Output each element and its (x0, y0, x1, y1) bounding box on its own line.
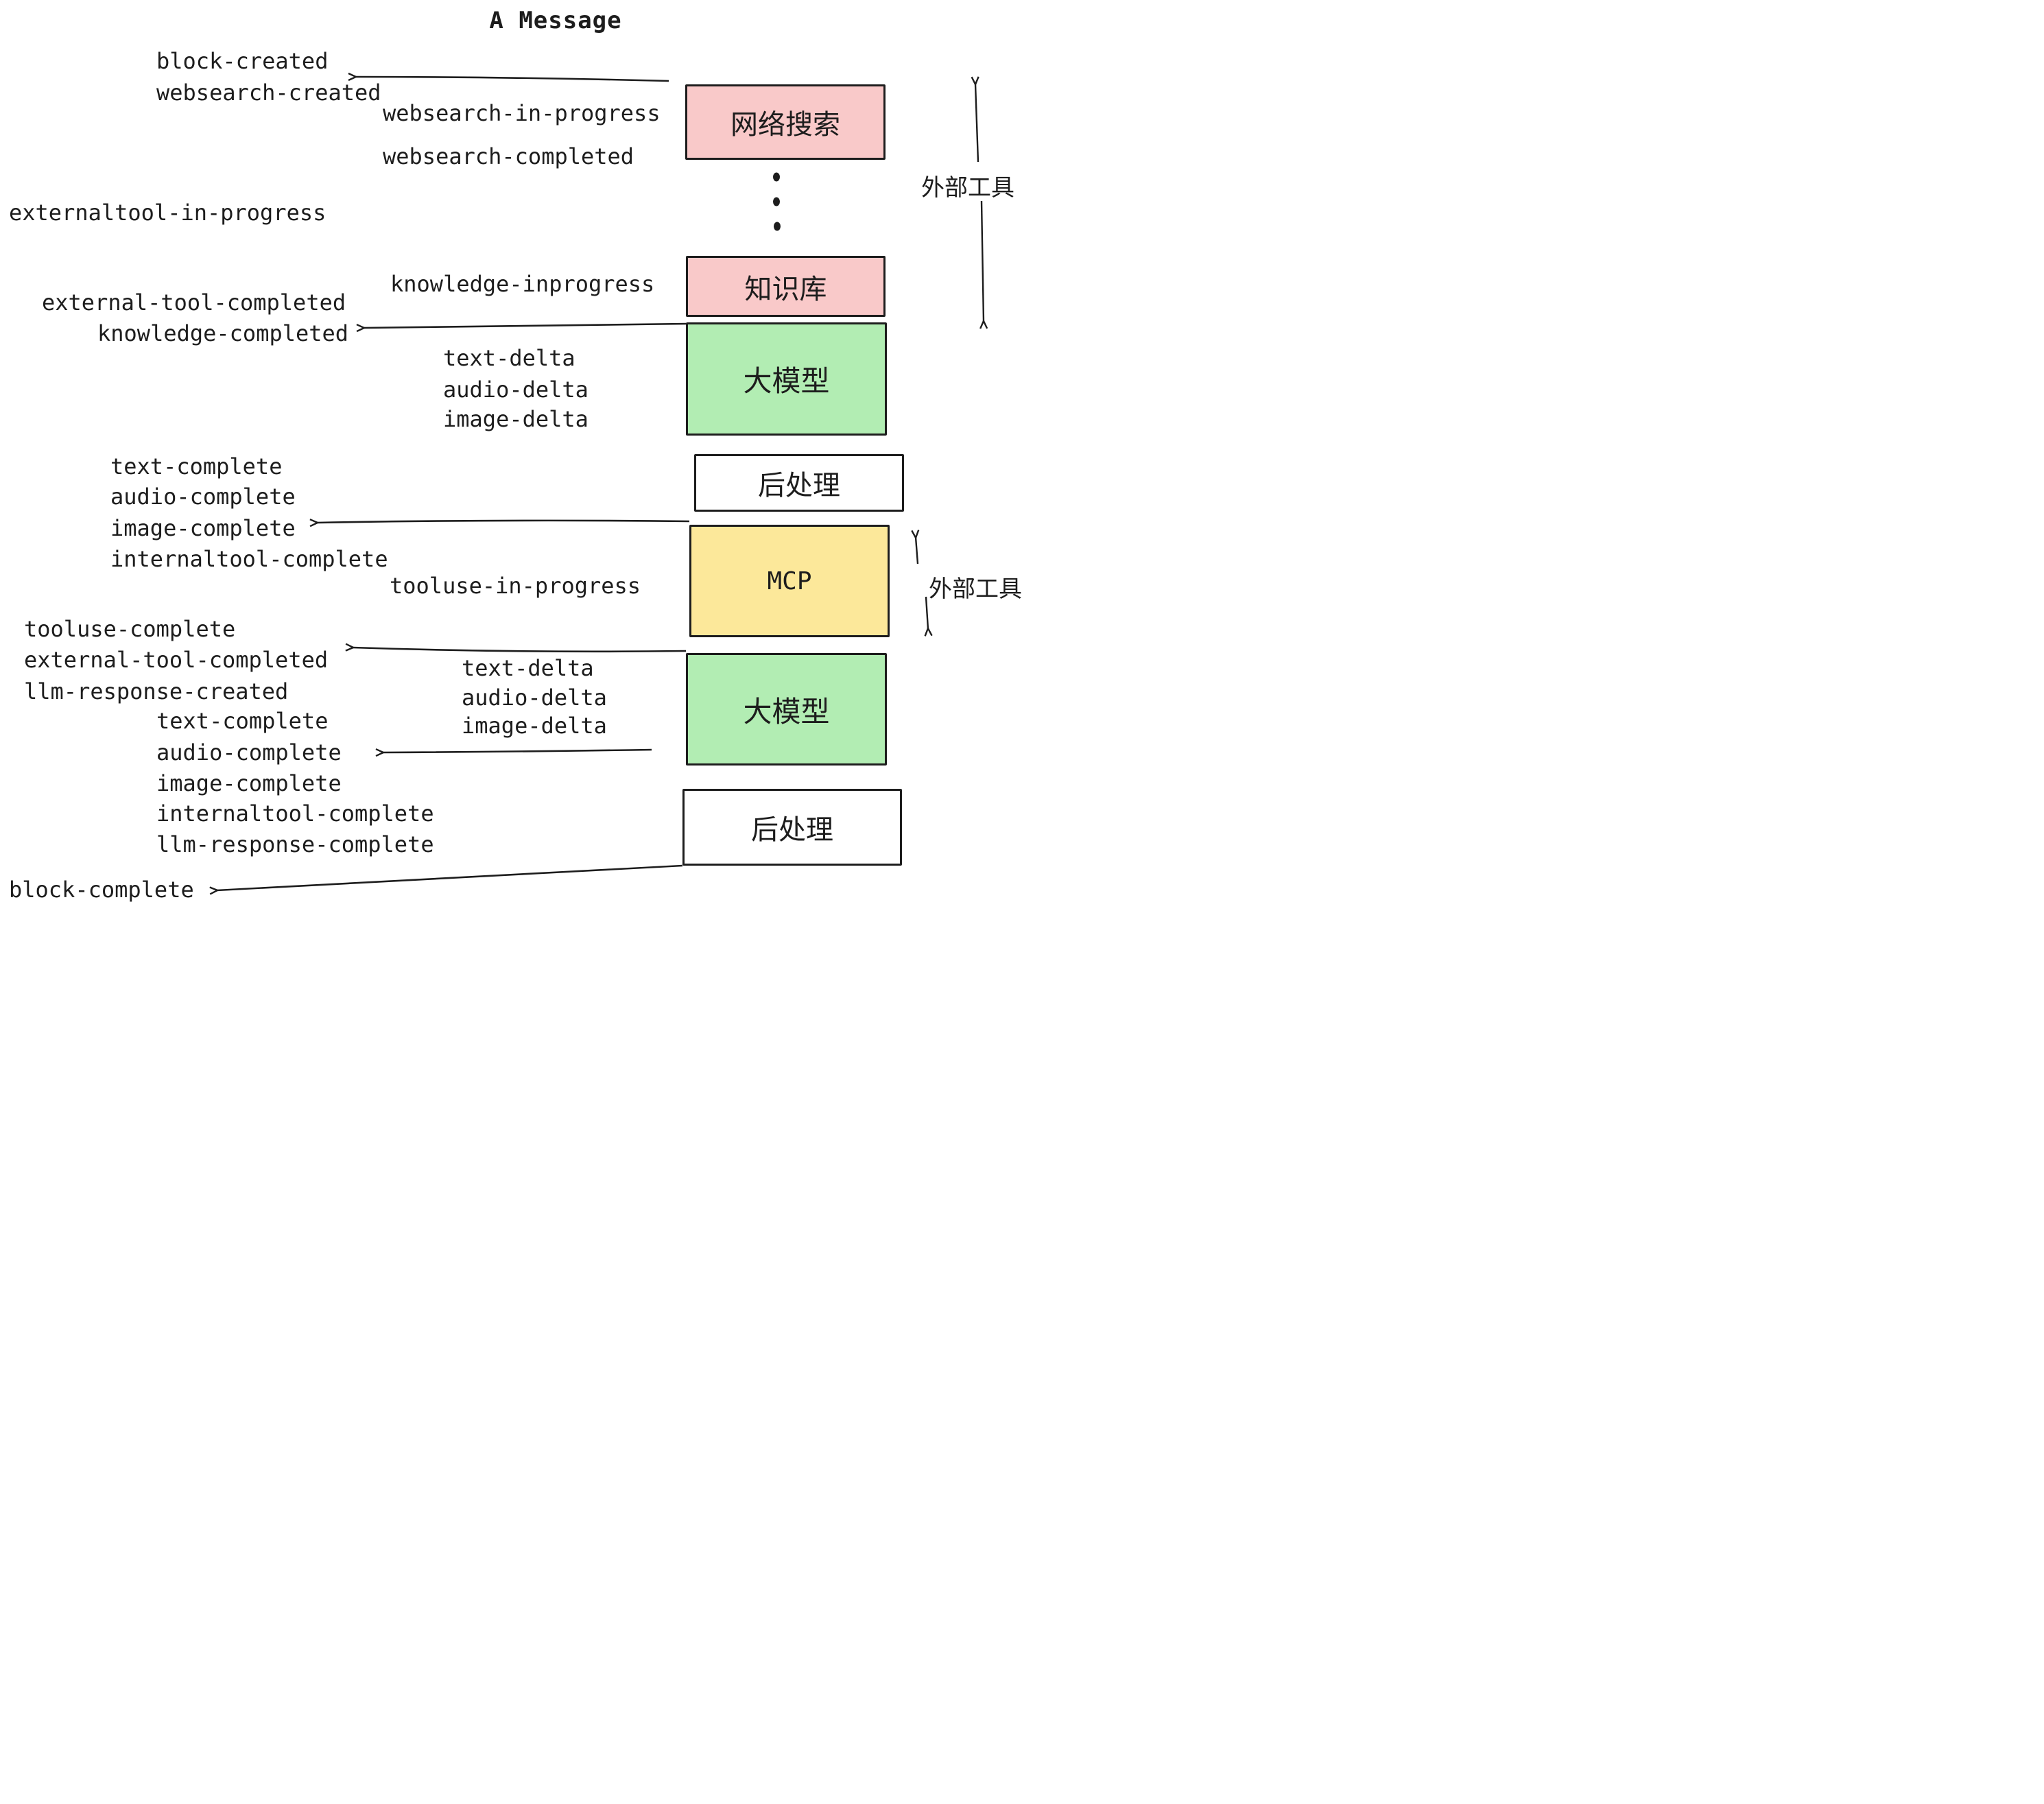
mcp-box: MCP (689, 525, 890, 637)
websearch-box-label: 网络搜索 (730, 109, 840, 141)
arrow-tooluse-complete (353, 648, 687, 653)
event-websearch-completed: websearch-completed (383, 143, 634, 169)
external-tools-label-mcp: 外部工具 (929, 575, 1022, 603)
arrow-block-created (355, 77, 669, 82)
knowledge-base-box: 知识库 (686, 256, 886, 317)
event-image-complete-2: image-complete (156, 770, 342, 796)
postprocess-box-2: 后处理 (682, 789, 902, 866)
event-internaltool-complete-2: internaltool-complete (156, 800, 434, 827)
arrow-knowledge-completed (364, 322, 687, 328)
diagram-title: A Message (489, 7, 622, 34)
external-tools-down-arrow (982, 200, 984, 322)
event-websearch-created: websearch-created (156, 80, 381, 106)
arrow-block-complete (217, 864, 683, 890)
event-externaltool-in-progress: externaltool-in-progress (9, 200, 326, 226)
external-tools-label-top: 外部工具 (921, 174, 1014, 202)
event-audio-complete-1: audio-complete (110, 484, 296, 510)
event-audio-delta-2: audio-delta (462, 685, 607, 711)
event-block-created: block-created (156, 48, 329, 74)
event-tooluse-in-progress: tooluse-in-progress (390, 573, 641, 599)
mcp-box-label: MCP (767, 567, 812, 595)
event-image-complete-1: image-complete (110, 515, 296, 541)
event-external-tool-completed-1: external-tool-completed (42, 289, 346, 316)
event-knowledge-completed: knowledge-completed (97, 320, 349, 346)
event-knowledge-inprogress: knowledge-inprogress (390, 271, 655, 297)
event-tooluse-complete: tooluse-complete (24, 616, 236, 642)
event-audio-delta-1: audio-delta (443, 377, 589, 403)
message-flow-diagram: A Message 网络搜索 知识库 大模型 后处理 MCP 大模型 后处理 外… (0, 0, 1022, 902)
llm-box-1: 大模型 (686, 322, 887, 436)
knowledge-base-box-label: 知识库 (744, 273, 827, 305)
arrow-audio-complete-2 (383, 750, 652, 752)
arrow-internal-complete-1 (317, 521, 690, 523)
mcp-up-arrow (916, 537, 918, 565)
event-audio-complete-2: audio-complete (156, 739, 342, 765)
postprocess-box-1: 后处理 (694, 454, 904, 512)
arrows-layer (0, 0, 1022, 902)
event-llm-response-complete: llm-response-complete (156, 831, 434, 857)
event-external-tool-completed-2: external-tool-completed (24, 647, 329, 673)
websearch-box: 网络搜索 (685, 84, 886, 160)
event-text-delta-2: text-delta (462, 655, 594, 681)
event-image-delta-1: image-delta (443, 406, 589, 432)
llm-box-2: 大模型 (686, 653, 887, 765)
event-text-delta-1: text-delta (443, 345, 575, 371)
postprocess-box-1-label: 后处理 (758, 470, 840, 501)
llm-box-2-label: 大模型 (743, 694, 830, 728)
external-tools-up-arrow (975, 84, 978, 163)
event-websearch-in-progress: websearch-in-progress (383, 100, 661, 126)
event-image-delta-2: image-delta (462, 713, 607, 739)
ellipsis-dots (773, 172, 781, 231)
event-block-complete: block-complete (9, 877, 194, 902)
llm-box-1-label: 大模型 (743, 364, 830, 398)
event-internaltool-complete-1: internaltool-complete (110, 546, 388, 572)
mcp-down-arrow (926, 596, 928, 629)
event-text-complete-2: text-complete (156, 708, 329, 734)
event-text-complete-1: text-complete (110, 453, 283, 479)
postprocess-box-2-label: 后处理 (751, 814, 833, 846)
event-llm-response-created: llm-response-created (24, 678, 289, 704)
